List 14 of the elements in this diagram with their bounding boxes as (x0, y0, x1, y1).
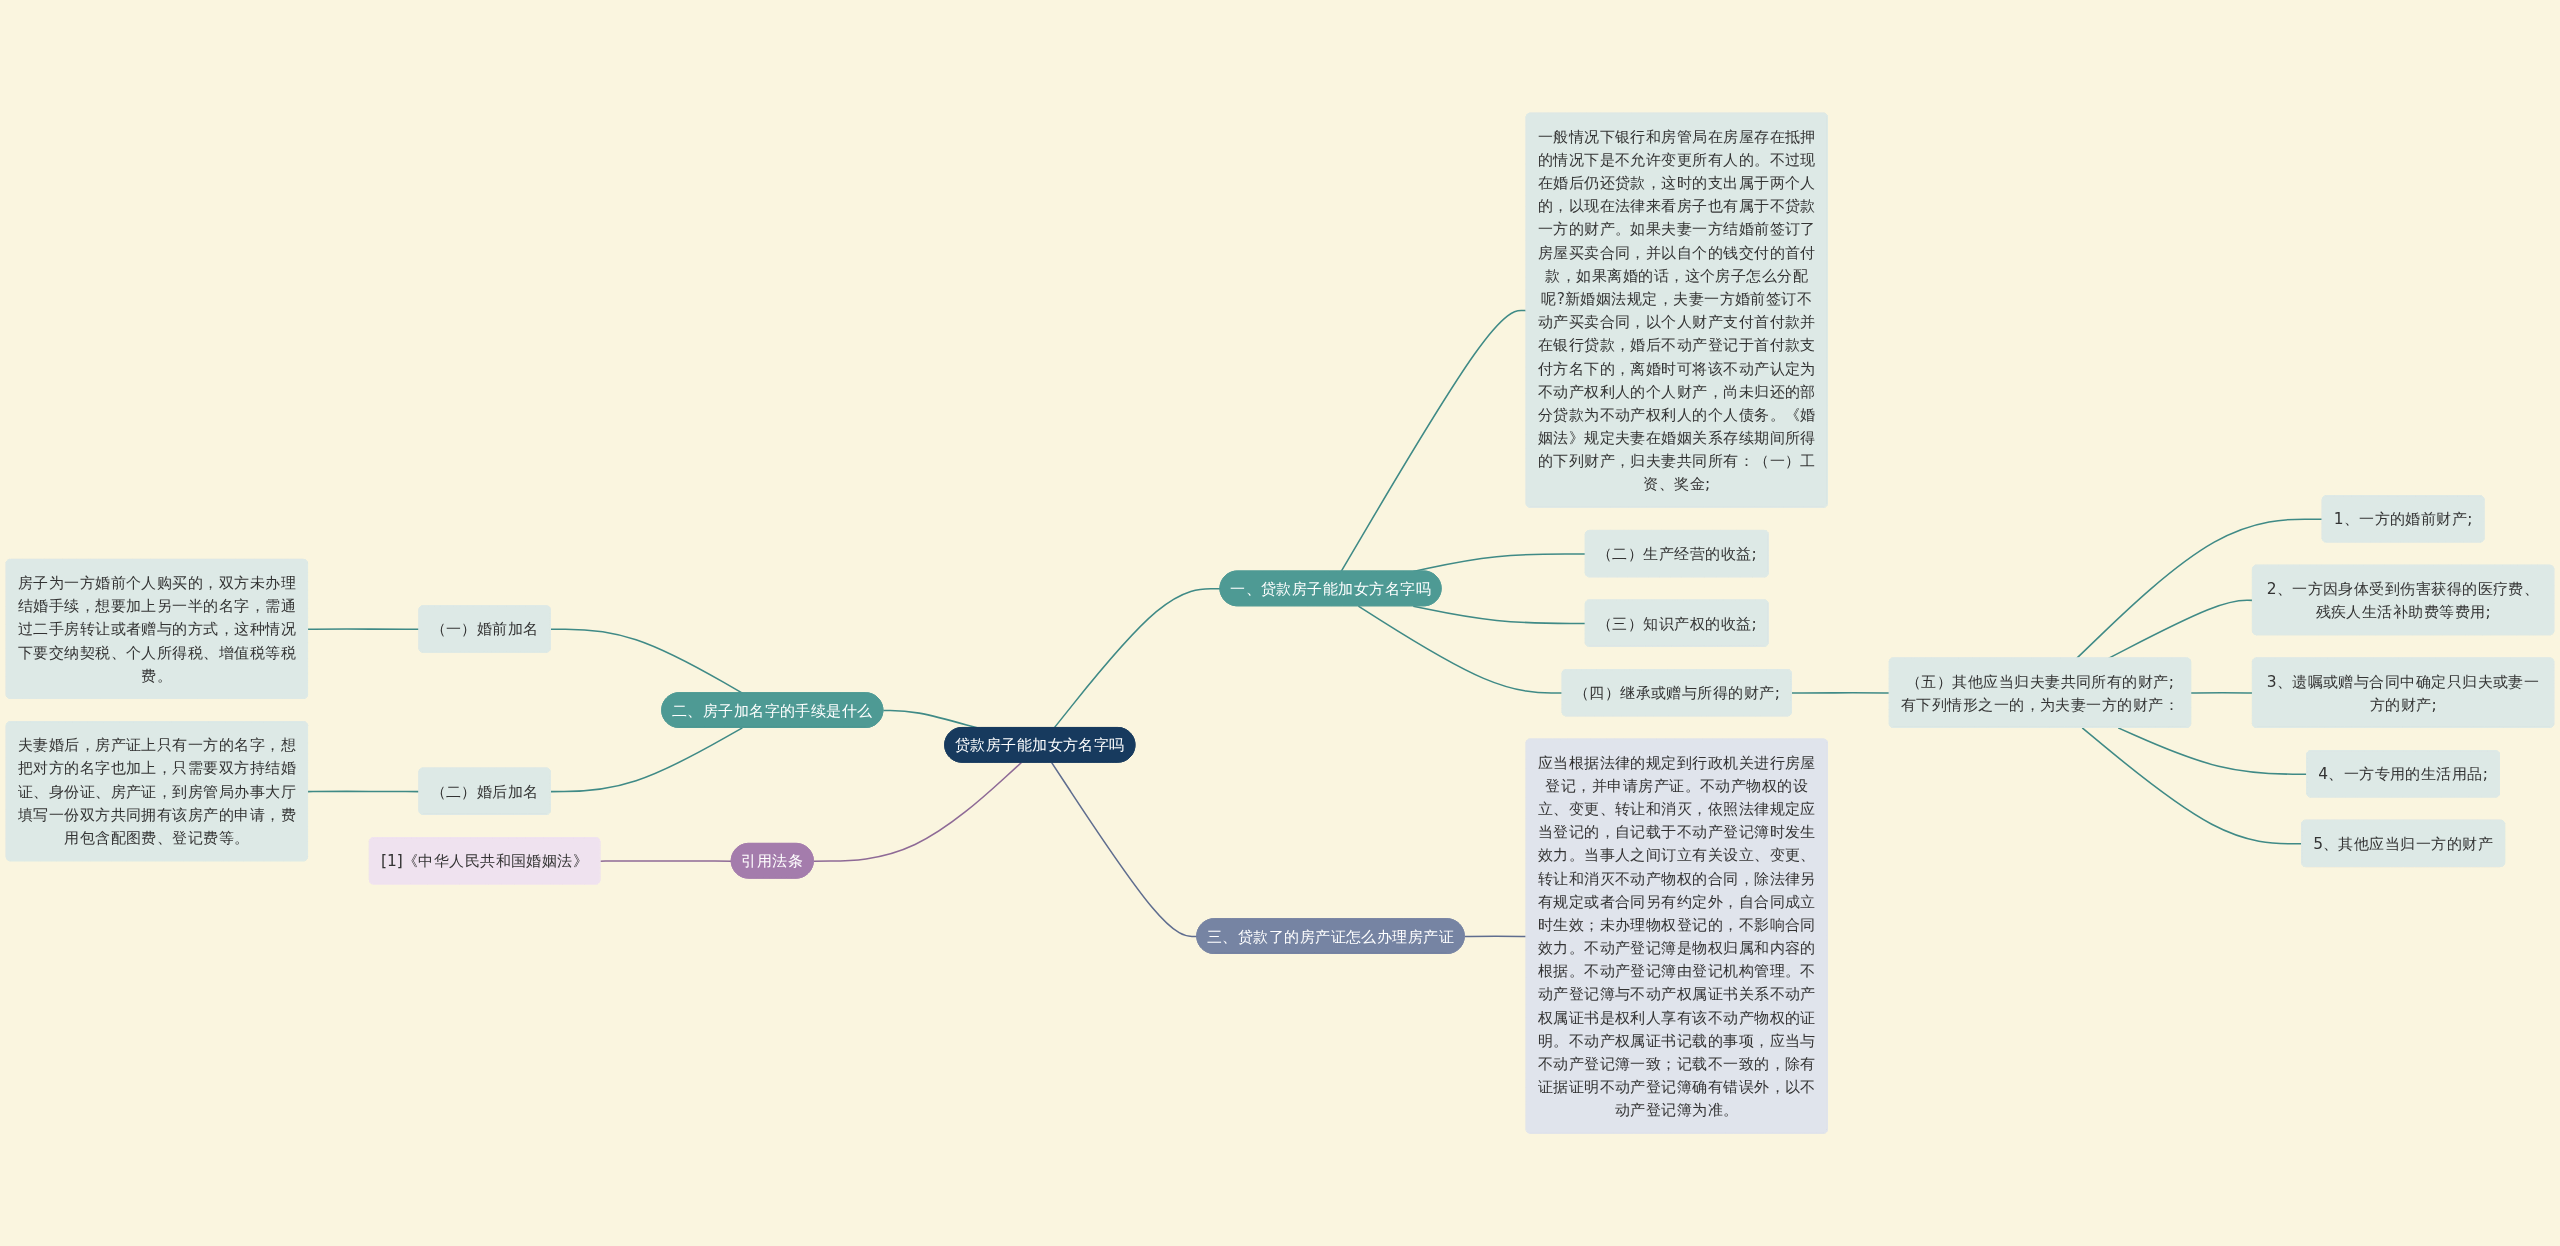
connector (2081, 726, 2303, 845)
connector (2190, 691, 2254, 694)
connector (2117, 726, 2308, 775)
connector (1050, 761, 1198, 938)
connector (1791, 691, 1891, 694)
connector (1340, 309, 1528, 572)
connector (549, 726, 744, 793)
connector (599, 859, 733, 862)
connector (2075, 518, 2324, 659)
connector (1463, 935, 1528, 938)
connector (1053, 587, 1222, 729)
connector (1412, 605, 1587, 625)
connector (812, 761, 1023, 862)
connector (1357, 605, 1564, 694)
